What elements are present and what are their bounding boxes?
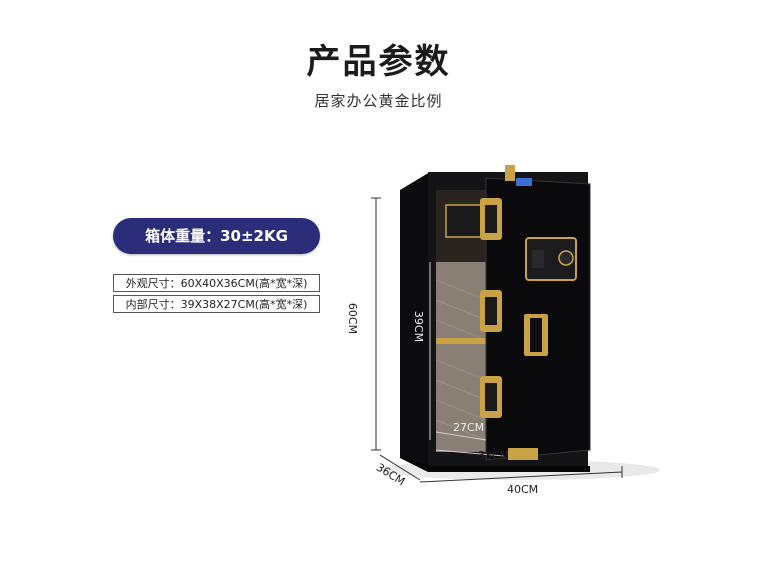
- fingerprint-reader: [558, 250, 574, 266]
- interior-lining: [436, 262, 486, 452]
- height-outer-label: 60CM: [346, 302, 360, 335]
- inner-drawer: [445, 204, 483, 238]
- top-hinge: [505, 165, 515, 181]
- bolt-inner-bottom: [485, 383, 497, 411]
- interior-pattern: [435, 279, 487, 441]
- keypad-buttons: [532, 250, 544, 268]
- depth-inner-label: 27CM: [453, 421, 485, 434]
- height-inner-label: 39CM: [412, 310, 426, 343]
- safe-base: [400, 458, 590, 472]
- width-inner-label: 38CM: [478, 449, 510, 462]
- inner-size-label: 内部尺寸：39X38X27CM(高*宽*深): [113, 295, 320, 313]
- keypad-panel: [525, 237, 577, 281]
- width-outer-label: 40CM: [507, 483, 539, 496]
- weight-badge: 箱体重量：30±2KG: [113, 218, 320, 254]
- page-subtitle: 居家办公黄金比例: [314, 92, 443, 110]
- bottom-hinge: [508, 448, 538, 460]
- outer-size-label: 外观尺寸：60X40X36CM(高*宽*深): [113, 274, 320, 292]
- bolt-inner-middle: [485, 297, 497, 325]
- dimension-lines: [371, 197, 623, 483]
- handle-recess: [530, 318, 542, 352]
- bolt-inner-top: [485, 205, 497, 233]
- page-title: 产品参数: [306, 42, 451, 82]
- interior-shelf: [436, 338, 486, 344]
- safe-side-panel: [400, 172, 430, 470]
- brand-logo: [516, 178, 532, 186]
